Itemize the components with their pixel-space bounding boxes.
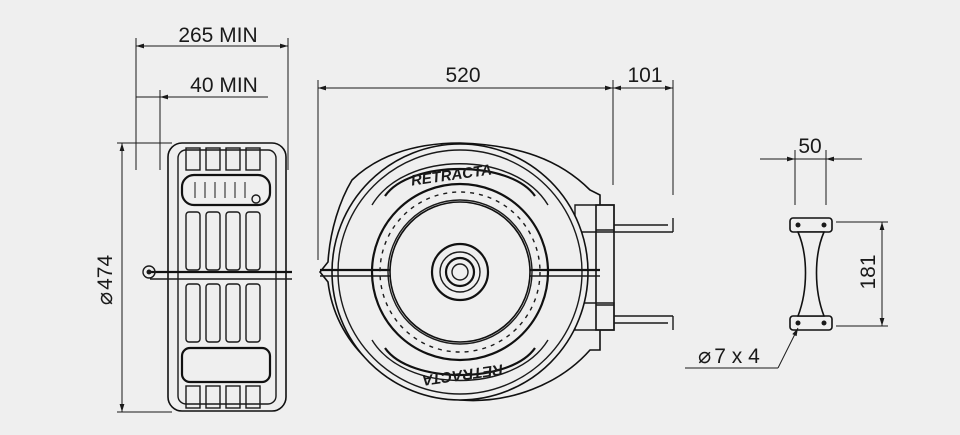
side-ribs-top xyxy=(185,147,261,171)
dim-label-bracket-height-group: 181 xyxy=(857,254,880,289)
side-ribs-bottom xyxy=(185,385,261,409)
dim-label-width-inner: 40 MIN xyxy=(190,74,258,97)
dim-label-bracket-width: 50 xyxy=(798,135,821,158)
reel-side-body xyxy=(167,142,287,412)
side-ribs-lower xyxy=(185,283,261,343)
dim-label-width-overall: 265 MIN xyxy=(178,24,257,47)
svg-text:⌀474: ⌀474 xyxy=(92,255,117,306)
dim-label-bracket-height: 181 xyxy=(857,254,880,289)
handle-slot xyxy=(180,173,272,207)
lower-slot xyxy=(180,346,272,384)
dim-label-length-bracket: 101 xyxy=(627,64,662,87)
dim-label-diameter-group: ⌀474 xyxy=(92,255,117,306)
hub xyxy=(430,242,490,302)
bracket-web xyxy=(796,231,826,317)
dim-label-diameter: 474 xyxy=(94,255,117,290)
axle-nut xyxy=(142,265,156,279)
front-view: 520 101 RETRACTA RETRACTA xyxy=(317,64,674,402)
reel-drum-inner xyxy=(370,182,550,362)
side-ribs-upper xyxy=(185,211,261,271)
dim-label-length-body: 520 xyxy=(445,64,480,87)
dim-label-holes: 7 x 4 xyxy=(714,345,760,368)
bracket-view: 50 181 ⌀7 x 4 xyxy=(685,135,888,369)
dim-label-holes-group: ⌀7 x 4 xyxy=(698,343,760,368)
mount-bracket xyxy=(595,204,615,331)
side-view: 265 MIN 40 MIN ⌀474 xyxy=(92,24,292,413)
